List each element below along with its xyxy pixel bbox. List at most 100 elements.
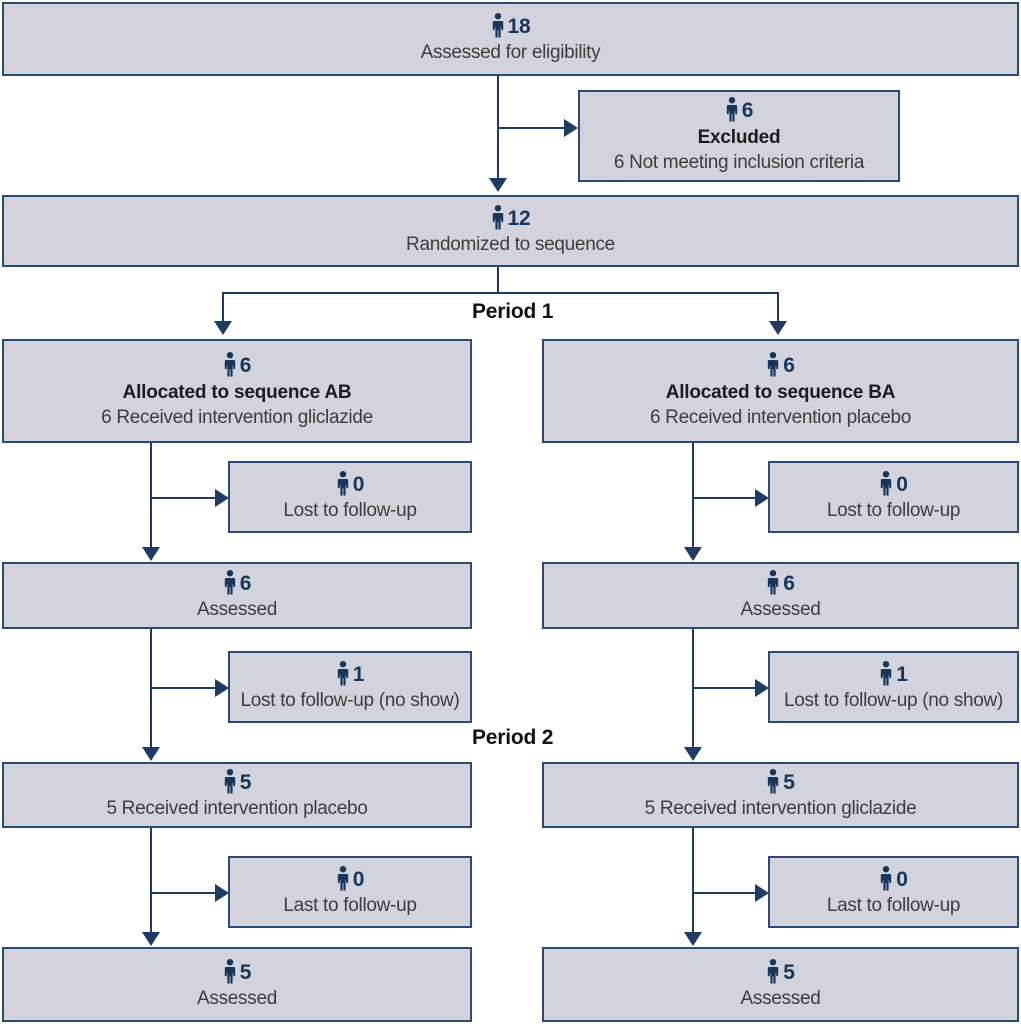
connector-left-to-lost3 xyxy=(150,892,216,894)
arrowhead-left-lost3 xyxy=(215,884,229,902)
node-label: 5 Received intervention placebo xyxy=(106,798,368,819)
node-left-allocated-sequence-ab[interactable]: 6 Allocated to sequence AB 6 Received in… xyxy=(2,339,472,443)
arrowhead-right-assessed1 xyxy=(684,547,702,561)
count-value: 6 xyxy=(783,354,795,377)
person-icon xyxy=(223,352,237,377)
arrowhead-right-assessed2 xyxy=(684,932,702,946)
node-right-assessed-period1[interactable]: 6 Assessed xyxy=(542,562,1019,629)
count-value: 12 xyxy=(507,207,531,230)
connector-right-period2-to-assessed2 xyxy=(692,828,694,934)
node-right-lost-to-followup-2[interactable]: 1 Lost to follow-up (no show) xyxy=(768,651,1019,723)
count-line: 5 xyxy=(223,769,252,795)
person-icon xyxy=(223,958,237,984)
node-assessed-for-eligibility[interactable]: 18 Assessed for eligibility xyxy=(2,2,1019,76)
person-icon xyxy=(223,769,237,794)
period-1-label: Period 1 xyxy=(466,300,560,324)
node-right-period2-intervention[interactable]: 5 5 Received intervention gliclazide xyxy=(542,762,1019,828)
node-label: Assessed xyxy=(740,987,821,1009)
arrowhead-left-allocation xyxy=(214,321,232,335)
count-line: 5 xyxy=(766,958,795,985)
node-label: Assessed for eligibility xyxy=(420,42,601,63)
connector-left-to-lost2 xyxy=(150,687,216,689)
count-line: 1 xyxy=(879,661,908,687)
node-right-assessed-period2[interactable]: 5 Assessed xyxy=(542,947,1019,1022)
node-label: Last to follow-up xyxy=(826,895,961,916)
count-value: 5 xyxy=(239,771,252,794)
person-icon xyxy=(336,471,350,496)
node-excluded[interactable]: 6 Excluded 6 Not meeting inclusion crite… xyxy=(578,90,900,182)
arrowhead-right-period2 xyxy=(684,747,702,761)
count-value: 6 xyxy=(239,354,252,377)
node-title: Allocated to sequence AB xyxy=(122,382,352,403)
connector-left-assessed-to-period2 xyxy=(150,629,152,749)
count-line: 0 xyxy=(879,471,908,497)
count-line: 12 xyxy=(491,205,531,231)
connector-right-assessed-to-period2 xyxy=(692,629,694,749)
count-line: 0 xyxy=(336,866,365,892)
count-value: 6 xyxy=(239,571,252,595)
person-icon xyxy=(491,13,505,38)
arrowhead-left-assessed1 xyxy=(142,547,160,561)
arrowhead-left-lost2 xyxy=(215,679,229,697)
connector-left-period2-to-assessed2 xyxy=(150,828,152,934)
count-line: 5 xyxy=(223,958,252,985)
count-value: 1 xyxy=(352,663,365,686)
person-icon xyxy=(879,661,893,686)
node-left-period2-intervention[interactable]: 5 5 Received intervention placebo xyxy=(2,762,472,828)
node-left-assessed-period1[interactable]: 6 Assessed xyxy=(2,562,472,629)
connector-split-left xyxy=(222,292,224,323)
connector-right-to-lost2 xyxy=(692,687,756,689)
node-label: Randomized to sequence xyxy=(406,234,615,255)
arrowhead-right-lost1 xyxy=(755,489,769,507)
count-line: 6 xyxy=(725,97,753,123)
count-line: 0 xyxy=(879,866,908,892)
person-icon xyxy=(491,205,505,230)
node-label: 5 Received intervention gliclazide xyxy=(644,798,917,819)
person-icon xyxy=(336,661,350,686)
arrowhead-to-randomized xyxy=(489,178,507,192)
count-line: 18 xyxy=(491,13,531,39)
connector-assessed-to-excluded xyxy=(497,127,565,129)
person-icon xyxy=(766,769,780,794)
connector-randomized-split xyxy=(222,292,779,294)
count-line: 5 xyxy=(766,769,795,795)
node-label: Lost to follow-up (no show) xyxy=(784,690,1003,711)
node-label: 6 Received intervention placebo xyxy=(649,407,912,428)
node-right-lost-to-followup-3[interactable]: 0 Last to follow-up xyxy=(768,856,1019,928)
count-value: 0 xyxy=(896,473,908,496)
node-label: Assessed xyxy=(197,598,277,620)
person-icon xyxy=(766,569,780,595)
node-title: Excluded xyxy=(697,127,781,148)
node-label: 6 Received intervention gliclazide xyxy=(101,407,373,428)
node-title: Allocated to sequence BA xyxy=(665,382,896,403)
node-left-lost-to-followup-3[interactable]: 0 Last to follow-up xyxy=(228,856,472,928)
node-label: 6 Not meeting inclusion criteria xyxy=(613,152,865,173)
count-line: 0 xyxy=(336,471,364,497)
node-right-lost-to-followup-1[interactable]: 0 Lost to follow-up xyxy=(768,461,1019,533)
node-label: Lost to follow-up xyxy=(826,500,961,521)
count-value: 1 xyxy=(896,663,908,686)
connector-randomized-stem xyxy=(497,267,499,293)
count-value: 5 xyxy=(239,960,252,984)
node-right-allocated-sequence-ba[interactable]: 6 Allocated to sequence BA 6 Received in… xyxy=(542,339,1019,443)
node-randomized-to-sequence[interactable]: 12 Randomized to sequence xyxy=(2,195,1019,267)
node-label: Lost to follow-up xyxy=(283,500,417,521)
arrowhead-to-excluded xyxy=(564,119,578,137)
node-label: Lost to follow-up (no show) xyxy=(240,690,460,711)
count-value: 0 xyxy=(352,868,365,891)
node-left-assessed-period2[interactable]: 5 Assessed xyxy=(2,947,472,1022)
period-2-label: Period 2 xyxy=(466,726,560,750)
count-value: 6 xyxy=(783,571,795,595)
node-left-lost-to-followup-2[interactable]: 1 Lost to follow-up (no show) xyxy=(228,651,472,723)
connector-right-to-lost1 xyxy=(692,497,756,499)
node-left-lost-to-followup-1[interactable]: 0 Lost to follow-up xyxy=(228,461,472,533)
count-line: 6 xyxy=(766,352,795,378)
node-label: Assessed xyxy=(197,987,277,1009)
person-icon xyxy=(879,866,893,891)
connector-right-to-lost3 xyxy=(692,892,756,894)
person-icon xyxy=(336,866,350,891)
count-line: 6 xyxy=(766,569,795,596)
person-icon xyxy=(766,958,780,984)
arrowhead-left-assessed2 xyxy=(142,932,160,946)
